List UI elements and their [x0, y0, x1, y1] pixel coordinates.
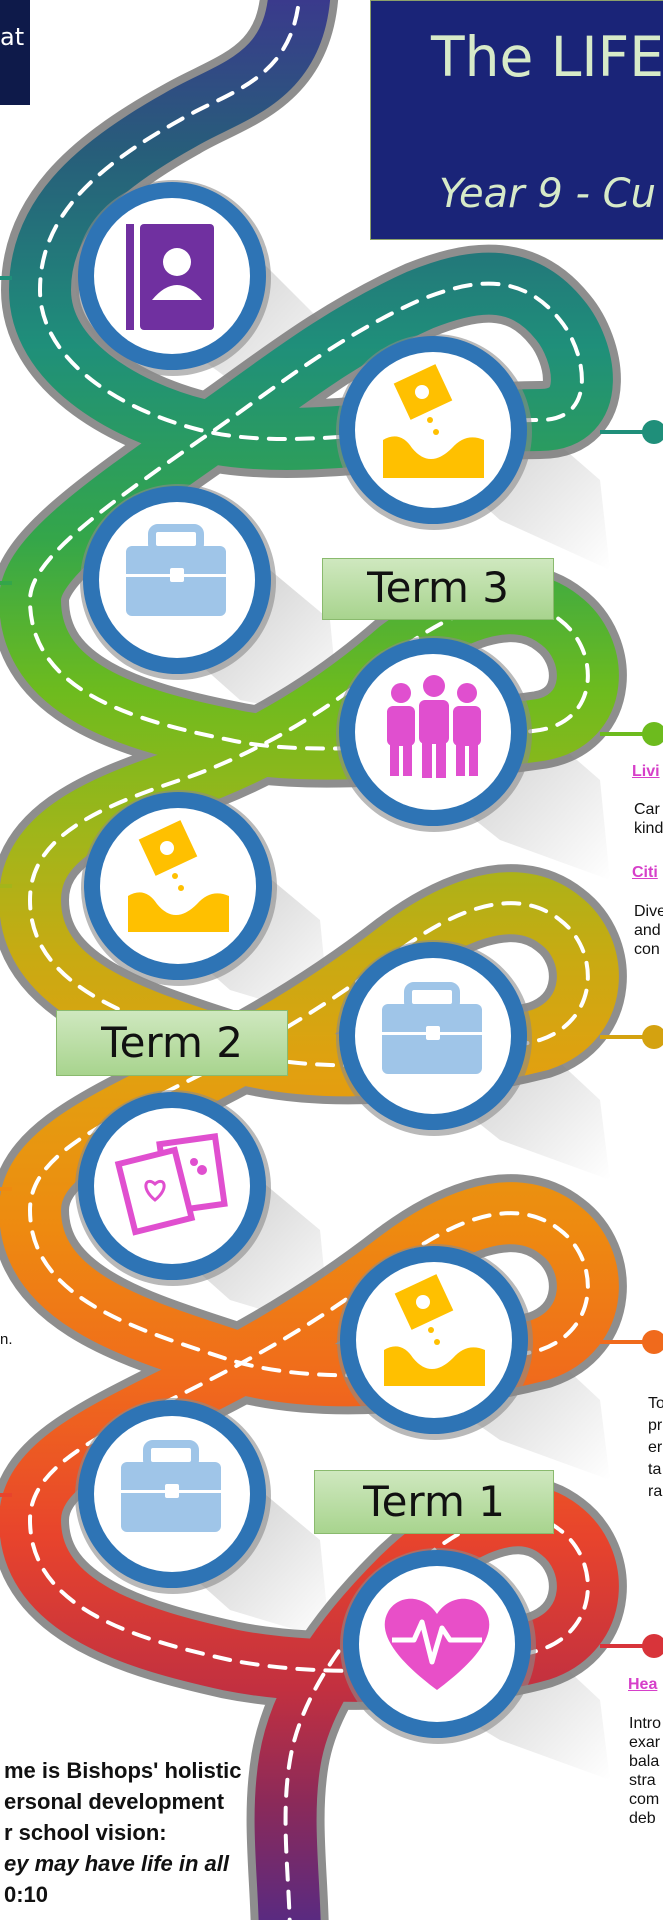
statement-line-3: r school vision: [4, 1820, 167, 1845]
living-heading: Livi [632, 763, 660, 780]
statement-line-2: ersonal development [4, 1789, 225, 1814]
term-2-label: Term 2 [56, 1010, 288, 1076]
connector-dot [642, 1025, 663, 1049]
living-text-1: Car [634, 801, 660, 818]
health-text-3: bala [629, 1753, 660, 1770]
living-text-2: kind [634, 820, 663, 837]
career-text-5: ra [648, 1483, 663, 1500]
health-text-1: Intro [629, 1715, 662, 1732]
milestone-9 [75, 1398, 271, 1594]
briefcase-icon [382, 982, 482, 1074]
left-connector [0, 276, 12, 280]
health-text-4: stra [629, 1772, 656, 1789]
left-fragment-text: n. [0, 1331, 13, 1348]
statement-line-4: ey may have life in all [4, 1851, 230, 1876]
career-text-2: pr [648, 1417, 663, 1434]
page-subtitle: Year 9 - Cu [439, 171, 656, 217]
seed-planting-icon [384, 1274, 485, 1386]
milestone-2 [336, 334, 532, 530]
connector-dot [642, 420, 663, 444]
milestone-3 [80, 484, 276, 680]
career-text-1: To [648, 1395, 663, 1412]
left-connector [0, 884, 12, 888]
milestone-1 [75, 180, 271, 376]
career-text-3: er [648, 1439, 663, 1456]
left-connector [0, 1187, 12, 1191]
term-3-label: Term 3 [322, 558, 554, 620]
page-title: The LIFE [431, 25, 663, 89]
health-text-2: exar [629, 1734, 661, 1751]
people-group-icon [387, 675, 481, 778]
heart-pulse-icon [384, 1598, 490, 1690]
vision-statement: me is Bishops' holistic ersonal developm… [4, 1755, 248, 1910]
corner-text: at [0, 23, 25, 51]
milestone-5 [81, 790, 277, 986]
title-panel: The LIFE Year 9 - Cu [370, 0, 663, 240]
milestone-8 [337, 1244, 533, 1440]
citizenship-text-3: con [634, 941, 660, 958]
health-heading: Hea [628, 1676, 658, 1693]
statement-line-5: 0:10 [4, 1882, 49, 1907]
milestone-10 [340, 1548, 536, 1744]
health-text-6: deb [629, 1810, 656, 1827]
statement-line-1: me is Bishops' holistic [4, 1758, 242, 1783]
left-connector [0, 1493, 12, 1497]
citizenship-heading: Citi [632, 864, 658, 881]
milestone-4 [336, 636, 532, 832]
connector-dot [642, 1634, 663, 1658]
connector-dot [642, 722, 663, 746]
milestone-7 [75, 1090, 271, 1286]
connector-dot [642, 1330, 663, 1354]
left-connector [0, 581, 12, 585]
milestone-6 [336, 940, 532, 1136]
seed-planting-icon [383, 364, 484, 478]
term-1-label: Term 1 [314, 1470, 554, 1534]
seed-planting-icon [128, 820, 229, 932]
citizenship-text-2: and [634, 922, 661, 939]
photo-cards-icon [114, 1133, 228, 1236]
health-text-5: com [629, 1791, 660, 1808]
citizenship-text-1: Dive [634, 903, 663, 920]
career-text-4: ta [648, 1461, 662, 1478]
contact-book-icon [126, 224, 214, 330]
corner-panel: at [0, 0, 30, 105]
briefcase-icon [121, 1440, 221, 1532]
briefcase-icon [126, 524, 226, 616]
